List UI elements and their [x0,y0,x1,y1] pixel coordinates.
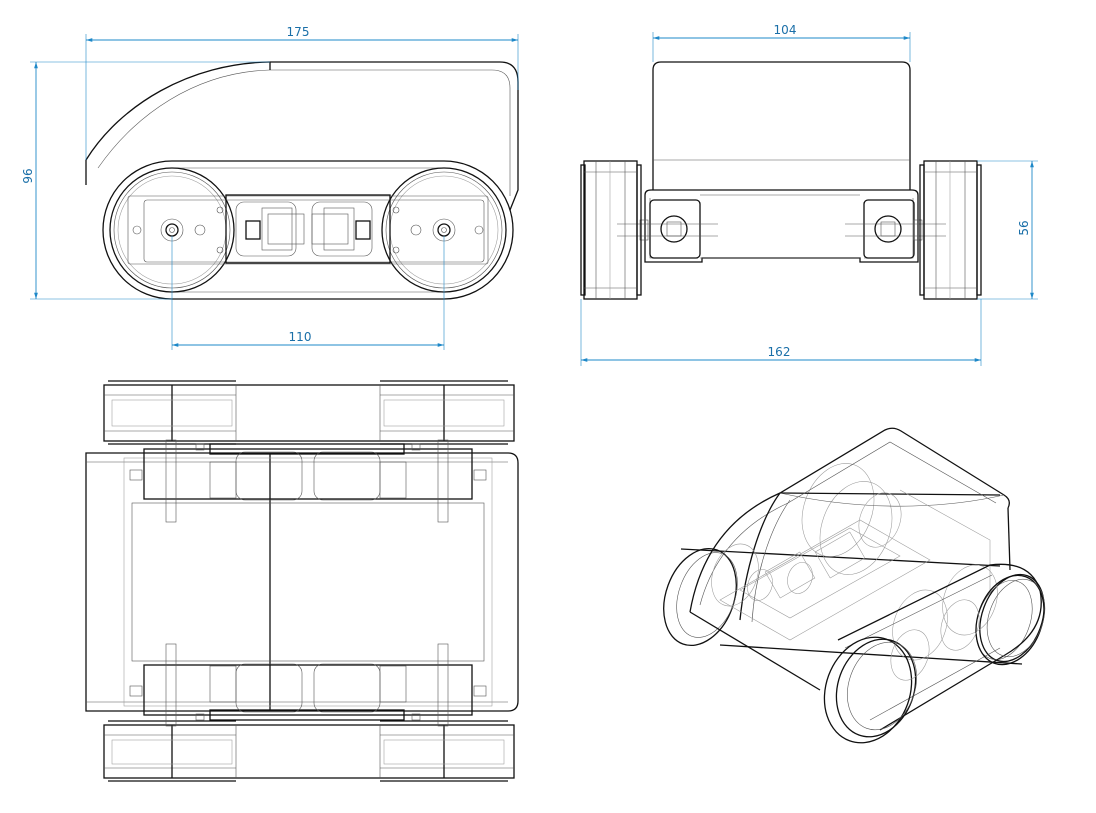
iso-shell [689,427,1011,691]
top-upper-track [103,380,515,445]
dimension-side-length: 175 [85,25,519,160]
front-left-motor [617,199,718,259]
dimension-front-body-width: 104 [652,23,911,62]
dimension-side-length-label: 175 [287,25,310,39]
front-view: 104 56 162 [580,23,1038,366]
front-right-wheel [919,160,982,300]
side-body-outline [85,61,519,211]
side-chassis [127,194,489,265]
isometric-view [663,427,1046,744]
dimension-side-height: 96 [21,61,270,300]
front-body-outline [652,61,911,190]
iso-back-track [663,463,1045,665]
dimension-front-total-width: 162 [580,299,982,366]
top-view [85,380,519,782]
dimension-front-height-label: 56 [1017,220,1031,235]
dimension-wheel-base: 110 [171,236,445,350]
top-lower-track [103,720,515,782]
iso-front-track [823,563,1046,744]
top-motor-mounts [129,439,487,727]
front-right-motor [845,199,946,259]
dimension-side-height-label: 96 [21,168,35,183]
iso-internals [711,489,998,661]
top-body-outline [85,452,519,712]
front-left-wheel [580,160,642,300]
dimension-front-total-width-label: 162 [768,345,791,359]
side-view: 175 96 110 [21,25,519,350]
side-track-belt [102,160,514,300]
dimension-front-body-width-label: 104 [774,23,797,37]
dimension-front-height: 56 [977,160,1038,300]
dimension-wheel-base-label: 110 [289,330,312,344]
